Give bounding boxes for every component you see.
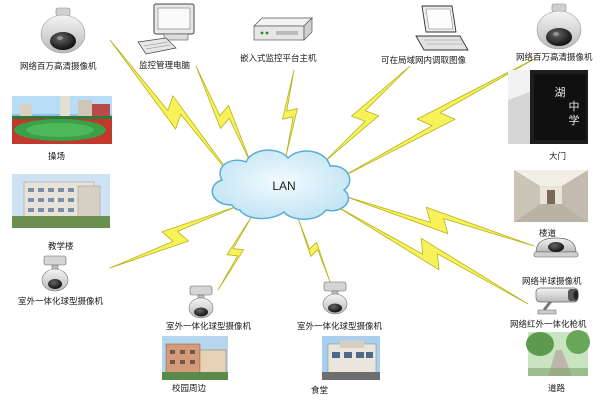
label-half-dome: 网络半球摄像机 — [522, 277, 582, 287]
label-canteen: 食堂 — [311, 386, 329, 396]
label-road: 道路 — [548, 384, 566, 394]
outdoor-ptz-camera-icon — [41, 255, 69, 292]
lightning-bolt-icon — [217, 215, 253, 291]
lightning-bolt-icon — [343, 195, 535, 247]
wireless-links — [109, 39, 537, 305]
label-monitor-pc: 监控管理电脑 — [139, 61, 191, 71]
ir-bullet-camera-icon — [535, 287, 579, 315]
label-teaching-building: 教学楼 — [48, 242, 74, 252]
lan-label: LAN — [272, 179, 295, 193]
hd-dome-camera-icon — [40, 7, 86, 54]
half-dome-camera-icon — [533, 237, 579, 258]
label-playground: 操场 — [48, 152, 66, 162]
laptop-icon — [415, 5, 469, 51]
nvr-host-icon — [253, 17, 313, 41]
road-photo — [526, 330, 590, 376]
computer-icon — [137, 3, 195, 55]
label-cam-top-right: 网络百万高清摄像机 — [516, 53, 593, 63]
lan-cloud: LAN — [211, 149, 351, 220]
outdoor-ptz-camera-icon — [322, 281, 348, 315]
label-campus-surroundings: 校园周边 — [172, 384, 207, 394]
school-gate-photo: 湖 中 学 — [508, 70, 588, 144]
label-laptop: 可在局域网内调取图像 — [381, 56, 467, 66]
label-outdoor-ball-mid1: 室外一体化球型摄像机 — [166, 322, 252, 332]
label-gate: 大门 — [549, 152, 567, 162]
playground-photo — [12, 96, 112, 144]
svg-text:湖: 湖 — [555, 86, 566, 99]
outdoor-ptz-camera-icon — [188, 285, 214, 319]
lightning-bolt-icon — [282, 69, 298, 157]
label-embedded-host: 嵌入式监控平台主机 — [240, 54, 317, 64]
campus-surroundings-photo — [162, 336, 228, 380]
label-cam-top-left: 网络百万高清摄像机 — [20, 62, 97, 72]
canteen-photo — [322, 336, 380, 380]
lightning-bolt-icon — [109, 205, 239, 269]
teaching-building-photo — [12, 174, 110, 228]
lightning-bolt-icon — [195, 65, 253, 167]
lightning-bolt-icon — [297, 217, 331, 283]
label-outdoor-ball-left: 室外一体化球型摄像机 — [18, 297, 104, 307]
svg-text:学: 学 — [569, 113, 580, 127]
corridor-photo — [514, 170, 588, 222]
label-ir-bullet: 网络红外一体化枪机 — [510, 320, 587, 330]
label-corridor: 楼道 — [539, 229, 557, 239]
hd-dome-camera-icon — [536, 3, 582, 50]
svg-text:中: 中 — [569, 100, 580, 113]
label-outdoor-ball-mid2: 室外一体化球型摄像机 — [297, 322, 383, 332]
